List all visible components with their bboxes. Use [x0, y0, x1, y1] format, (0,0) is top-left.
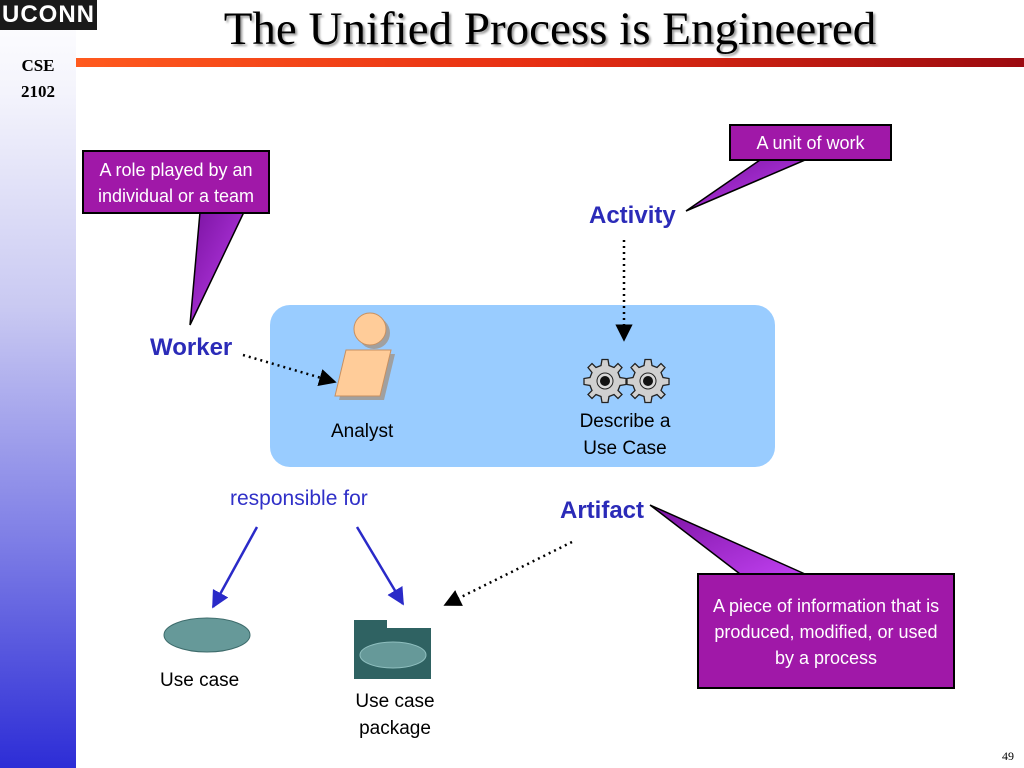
title-underline-bar — [76, 58, 1024, 67]
sidebar-gradient — [0, 0, 76, 768]
describe-use-case-line2: Use Case — [583, 438, 667, 459]
uconn-logo: UCONN — [0, 0, 97, 30]
unit-of-work-text: A unit of work — [756, 133, 865, 153]
role-callout-line2: individual or a team — [97, 186, 255, 206]
unit-callout-tail — [685, 159, 806, 212]
responsible-arrow-package — [355, 526, 405, 606]
artifact-definition-line1: A piece of information that is — [712, 596, 940, 616]
artifact-definition-line2: produced, modified, or used — [714, 622, 938, 642]
course-number: 2102 — [21, 82, 55, 101]
analyst-label: Analyst — [331, 421, 394, 442]
artifact-arrow — [443, 540, 573, 607]
slide-title: The Unified Process is Engineered — [223, 3, 877, 55]
use-case-package-label: Use case package — [335, 688, 455, 742]
worker-label: Worker — [150, 334, 233, 361]
unit-of-work-callout: A unit of work — [729, 124, 892, 161]
use-case-label: Use case — [160, 670, 240, 691]
role-callout-line1: A role played by an — [99, 160, 253, 180]
course-code: CSE — [21, 56, 55, 75]
describe-use-case-line1: Describe a — [579, 411, 671, 432]
artifact-definition-callout: A piece of information that is produced,… — [697, 573, 955, 689]
role-callout-tail — [189, 211, 246, 326]
use-case-package-icon — [354, 620, 431, 679]
process-box — [270, 305, 775, 467]
analyst-worker-icon — [334, 312, 395, 400]
page-number: 49 — [1002, 749, 1014, 763]
activity-label: Activity — [589, 202, 676, 229]
use-case-package-line1: Use case — [355, 691, 435, 712]
describe-use-case-label: Describe a Use Case — [565, 408, 685, 462]
worker-arrow — [242, 353, 337, 386]
responsible-arrow-usecase — [211, 526, 259, 609]
artifact-label: Artifact — [560, 497, 645, 524]
use-case-package-line2: package — [359, 718, 431, 739]
use-case-ellipse — [163, 617, 251, 653]
responsible-for-label: responsible for — [230, 487, 368, 510]
piece-callout-tail — [649, 504, 806, 575]
role-callout: A role played by an individual or a team — [82, 150, 270, 214]
artifact-definition-line3: by a process — [774, 648, 878, 668]
